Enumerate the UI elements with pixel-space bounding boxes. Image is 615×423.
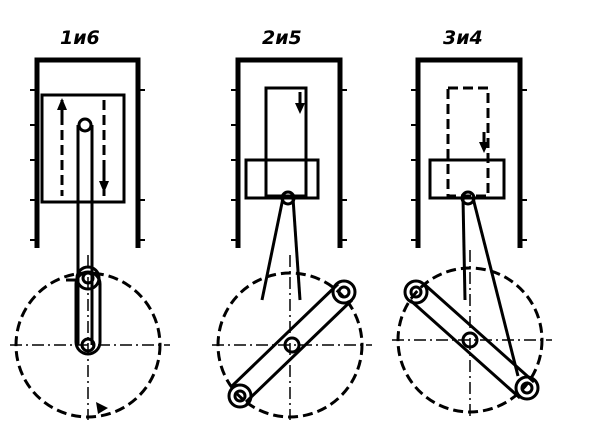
crank-arm-2 xyxy=(227,279,357,409)
position-group-3: 3и4 xyxy=(392,27,552,418)
position-label-2: 2и5 xyxy=(262,27,302,49)
stroke-marks-2 xyxy=(231,89,347,241)
piston-skirt-3 xyxy=(428,158,506,200)
arrow-down-icon xyxy=(99,181,109,193)
rotation-arrow-icon xyxy=(96,402,108,414)
arrow-down-icon xyxy=(295,103,305,114)
connecting-rod-2 xyxy=(260,190,302,301)
cylinder-2 xyxy=(235,57,343,248)
position-group-1: 1и6 xyxy=(10,27,170,420)
position-group-2: 2и5 xyxy=(212,27,372,420)
crank-arm-3 xyxy=(403,279,540,401)
position-label-1: 1и6 xyxy=(60,27,100,49)
arrow-up-icon xyxy=(57,98,67,110)
piston-2 xyxy=(264,86,308,198)
connecting-rod-3 xyxy=(460,190,520,377)
cylinder-1 xyxy=(34,57,141,248)
piston-1 xyxy=(40,93,126,204)
stroke-marks-3 xyxy=(411,89,527,241)
arrow-down-icon xyxy=(479,142,489,153)
position-label-3: 3и4 xyxy=(443,27,483,49)
cylinder-3 xyxy=(415,57,523,248)
stroke-marks-1 xyxy=(30,89,145,241)
connecting-rod-1 xyxy=(76,117,94,345)
